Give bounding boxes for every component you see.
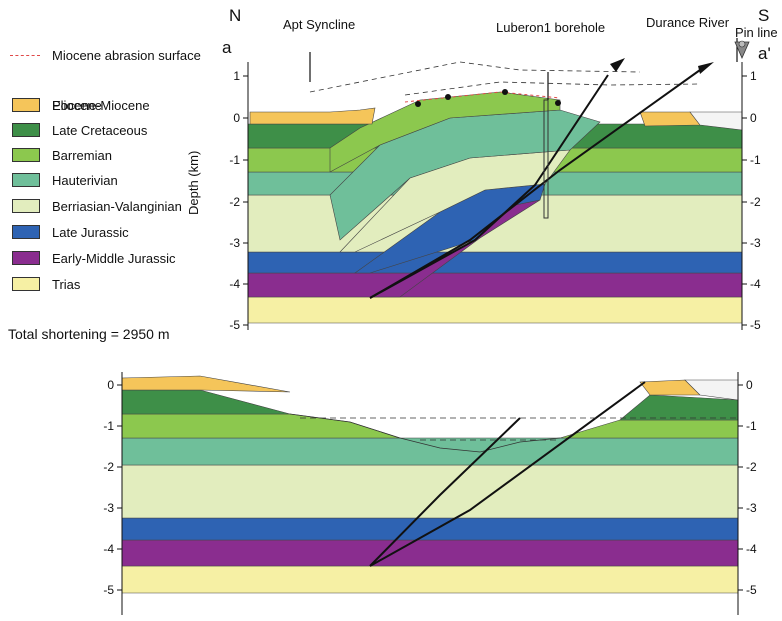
sample-dot-1 bbox=[415, 101, 421, 107]
bottom-layer-late-cretaceous-right bbox=[619, 394, 739, 421]
pin-line-label: Pin line bbox=[735, 25, 778, 40]
bottom-layer-berriasian bbox=[121, 464, 739, 519]
legend-item: Barremian bbox=[6, 145, 112, 165]
borehole-label: Luberon1 borehole bbox=[496, 20, 606, 35]
bottom-layer-barremian bbox=[121, 413, 401, 439]
bottom-left-tick-label: -4 bbox=[103, 542, 114, 556]
section-a-prime-label: a' bbox=[758, 44, 771, 63]
top-right-tick-label: -5 bbox=[750, 318, 761, 332]
legend-item: Early-Middle Jurassic bbox=[6, 248, 176, 268]
bottom-fault-1 bbox=[369, 417, 521, 567]
top-right-tick-label: -4 bbox=[750, 277, 761, 291]
bottom-layer-barremian-right bbox=[559, 419, 739, 439]
depth-axis-label: Depth (km) bbox=[186, 150, 201, 215]
legend-swatch bbox=[12, 173, 40, 187]
top-section bbox=[247, 38, 743, 330]
miocene-abrasion-surface bbox=[404, 91, 561, 103]
bottom-fault-2 bbox=[369, 381, 646, 567]
legend-label: Berriasian-Valanginian bbox=[52, 198, 182, 214]
legend-label: Early-Middle Jurassic bbox=[52, 250, 176, 266]
legend-swatch bbox=[12, 225, 40, 239]
bottom-layer-late-cretaceous bbox=[121, 389, 291, 415]
legend-swatch bbox=[12, 277, 40, 291]
total-shortening-label: Total shortening = 2950 m bbox=[8, 326, 170, 342]
legend-swatch bbox=[12, 148, 40, 162]
bottom-right-tick-label: 0 bbox=[746, 378, 753, 392]
top-left-tick-label: -4 bbox=[229, 277, 240, 291]
sample-dot-4 bbox=[555, 100, 561, 106]
top-right-tick-label: 1 bbox=[750, 69, 757, 83]
top-layer-eocene-miocene-right bbox=[639, 111, 701, 127]
top-right-tick-label: -3 bbox=[750, 236, 761, 250]
top-left-tick-label: -5 bbox=[229, 318, 240, 332]
bottom-layer-trias bbox=[121, 565, 739, 594]
legend-item: Trias bbox=[6, 274, 80, 294]
pin-icon bbox=[734, 40, 750, 59]
legend-swatch bbox=[12, 199, 40, 213]
north-label: N bbox=[229, 6, 242, 25]
legend-item: Berriasian-Valanginian bbox=[6, 196, 182, 216]
bottom-layer-hauterivian bbox=[121, 437, 739, 466]
legend-swatch bbox=[12, 98, 40, 112]
legend-label: Miocene abrasion surface bbox=[52, 47, 201, 63]
legend-label: Late Cretaceous bbox=[52, 122, 148, 138]
top-left-tick-label: -1 bbox=[229, 153, 240, 167]
legend-label: Hauterivian bbox=[52, 172, 118, 188]
top-fault-2 bbox=[369, 69, 701, 299]
bottom-right-tick-label: -5 bbox=[746, 583, 757, 597]
legend-label: Barremian bbox=[52, 147, 112, 163]
top-left-tick-label: 1 bbox=[233, 69, 240, 83]
legend-label: Late Jurassic bbox=[52, 224, 129, 240]
legend-item: Hauterivian bbox=[6, 170, 118, 190]
section-a-label: a bbox=[222, 38, 232, 57]
bottom-left-tick-label: -5 bbox=[103, 583, 114, 597]
bottom-left-tick-label: -2 bbox=[103, 460, 114, 474]
legend-label: Trias bbox=[52, 276, 81, 292]
bottom-layer-late-jurassic bbox=[121, 517, 739, 541]
legend-swatch bbox=[12, 251, 40, 265]
bottom-layer-eocene-miocene-left bbox=[121, 375, 291, 393]
apt-syncline-label: Apt Syncline bbox=[283, 17, 356, 32]
top-layer-early-middle-jurassic-footwall bbox=[247, 272, 743, 298]
bottom-left-tick-label: -3 bbox=[103, 501, 114, 515]
legend-label: Eocene-Miocene bbox=[52, 97, 150, 113]
fault-arrow-2 bbox=[698, 62, 714, 74]
top-right-tick-label: 0 bbox=[750, 111, 757, 125]
top-right-tick-label: -1 bbox=[750, 153, 761, 167]
sample-dot-3 bbox=[502, 89, 508, 95]
bottom-left-tick-label: -1 bbox=[103, 419, 114, 433]
bottom-right-tick-label: -1 bbox=[746, 419, 757, 433]
bottom-right-tick-label: -3 bbox=[746, 501, 757, 515]
axis-ticks: 1 0 -1 -2 -3 -4 -5 1 0 -1 -2 -3 -4 -5 0 -1 -2 -3 -4 -5 0 -1 -2… bbox=[103, 69, 761, 597]
bottom-left-tick-label: 0 bbox=[107, 378, 114, 392]
sample-dot-2 bbox=[445, 94, 451, 100]
bottom-right-tick-label: -2 bbox=[746, 460, 757, 474]
top-dashed-envelope-1 bbox=[309, 61, 641, 93]
legend-item: Late Cretaceous bbox=[6, 120, 147, 140]
top-left-tick-label: 0 bbox=[233, 111, 240, 125]
top-left-tick-label: -3 bbox=[229, 236, 240, 250]
legend-label: Pliocene bbox=[52, 97, 102, 113]
bottom-topography bbox=[289, 413, 561, 453]
legend-swatch-line bbox=[10, 54, 40, 56]
top-dashed-envelope-2 bbox=[404, 81, 701, 96]
legend-item: Late Jurassic bbox=[6, 222, 129, 242]
top-layer-trias bbox=[247, 296, 743, 324]
top-right-tick-label: -2 bbox=[750, 195, 761, 209]
durance-river-label: Durance River bbox=[646, 15, 730, 30]
borehole-shaft bbox=[543, 99, 549, 219]
top-left-tick-label: -2 bbox=[229, 195, 240, 209]
legend-item: Miocene abrasion surface bbox=[6, 45, 201, 65]
bottom-section bbox=[121, 372, 739, 615]
top-layer-eocene-miocene-left bbox=[249, 107, 376, 125]
legend-swatch bbox=[12, 123, 40, 137]
legend-item: Eocene-Miocene bbox=[6, 95, 150, 115]
fault-arrow-1 bbox=[610, 58, 625, 72]
bottom-right-tick-label: -4 bbox=[746, 542, 757, 556]
south-label: S bbox=[758, 6, 770, 25]
bottom-layer-early-middle-jurassic bbox=[121, 539, 739, 567]
top-layer-late-jurassic-footwall bbox=[247, 251, 743, 274]
